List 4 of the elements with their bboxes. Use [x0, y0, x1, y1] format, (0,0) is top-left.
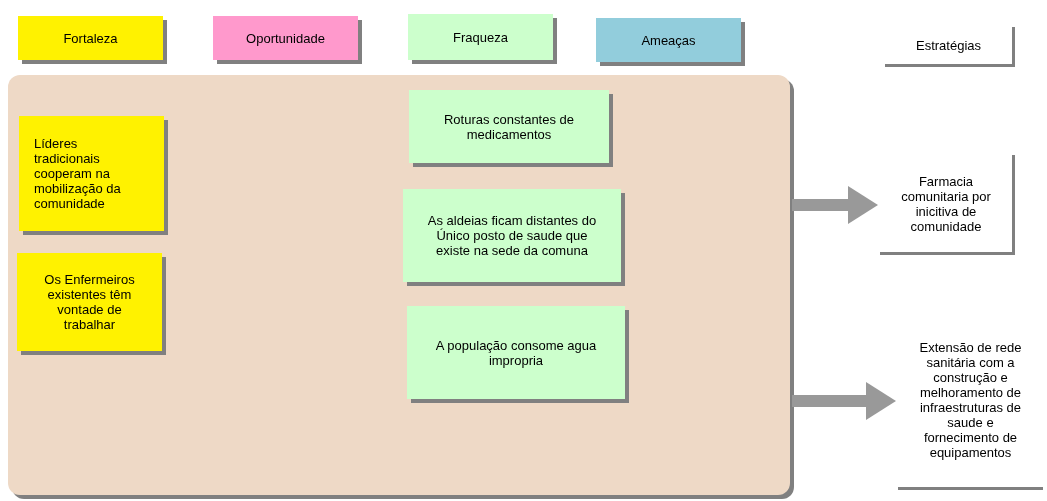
block-arrow	[792, 186, 878, 224]
note-box: Estratégias	[885, 27, 1015, 67]
block-arrow	[792, 382, 896, 420]
note-box: Farmacia comunitaria por inicitiva de comunidade	[880, 155, 1015, 255]
